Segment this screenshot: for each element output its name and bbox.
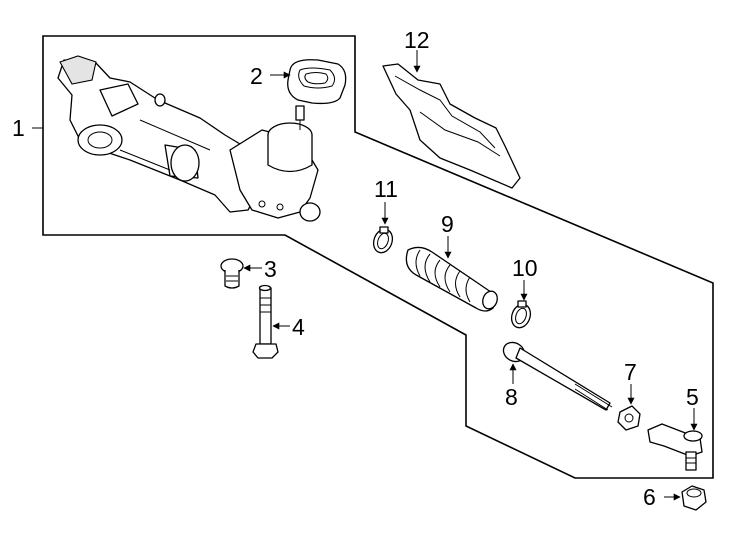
- steering-gear-housing: [57, 55, 321, 222]
- short-bolt: [220, 258, 244, 289]
- callout-10: 10: [512, 255, 538, 281]
- callout-8: 8: [505, 384, 518, 410]
- callout-3: 3: [264, 256, 277, 282]
- assembly-outline: [42, 35, 714, 479]
- outer-tie-rod-end: [647, 423, 703, 471]
- callout-4: 4: [292, 314, 305, 340]
- heat-shield: [382, 63, 521, 189]
- callout-1: 1: [12, 115, 25, 141]
- clamp-large: [510, 300, 532, 329]
- inner-tie-rod: [502, 341, 613, 411]
- callout-7: 7: [624, 359, 637, 385]
- castle-nut: [681, 485, 707, 511]
- bellows-boot: [405, 246, 498, 312]
- callout-5: 5: [686, 384, 699, 410]
- jam-nut: [617, 405, 641, 431]
- long-bolt: [252, 284, 279, 359]
- callout-12: 12: [404, 27, 430, 53]
- callout-6: 6: [643, 484, 656, 510]
- callout-9: 9: [441, 211, 454, 237]
- callout-11: 11: [374, 176, 398, 202]
- clamp-small: [372, 226, 394, 254]
- callout-2: 2: [250, 63, 263, 89]
- seal: [287, 59, 347, 105]
